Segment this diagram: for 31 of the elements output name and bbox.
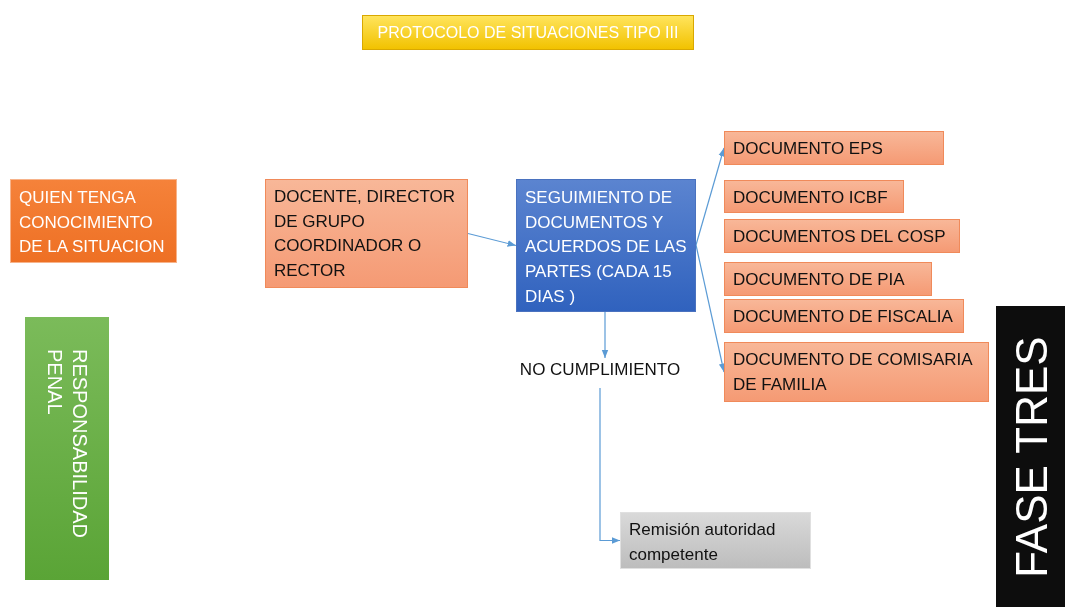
arrow [695,244,726,373]
node-label: QUIEN TENGA CONOCIMIENTO DE LA SITUACION [19,187,166,259]
node-label: DOCUMENTO DE COMISARIA DE FAMILIA [733,349,974,396]
process-box [10,179,177,263]
node-label: DOCENTE, DIRECTOR DE GRUPO COORDINADOR O RECTOR [274,186,457,282]
phase-banner [996,306,1065,607]
node-label: FASE TRES [1005,334,1056,580]
node-label: NO CUMPLIMIENTO [518,359,682,381]
process-box [724,262,932,296]
process-box [724,299,964,333]
node-label: DOCUMENTO DE FISCALIA [733,306,954,328]
arrow [695,147,725,246]
arrow [599,387,621,544]
process-box [724,131,944,165]
node-label: DOCUMENTO ICBF [733,187,889,209]
process-box [724,342,989,402]
process-box [620,512,811,569]
arrow [601,311,609,359]
node-label: SEGUIMIENTO DE DOCUMENTOS Y ACUERDOS DE LAS PARTES (CADA 15 DIAS ) [525,187,687,308]
process-box [25,317,109,580]
arrow [467,232,517,247]
process-box [724,180,904,213]
node-label: Remisión autoridad competente [629,519,777,566]
node-label: DOCUMENTO DE PIA [733,269,906,291]
node-label: RESPONSABILIDAD PENAL [43,348,92,540]
process-box [516,179,696,312]
process-box [724,219,960,253]
title-banner: PROTOCOLO DE SITUACIONES TIPO III [362,15,694,50]
node-label: DOCUMENTO EPS [733,138,884,160]
process-box [265,179,468,288]
node-label: DOCUMENTOS DEL COSP [733,226,947,248]
